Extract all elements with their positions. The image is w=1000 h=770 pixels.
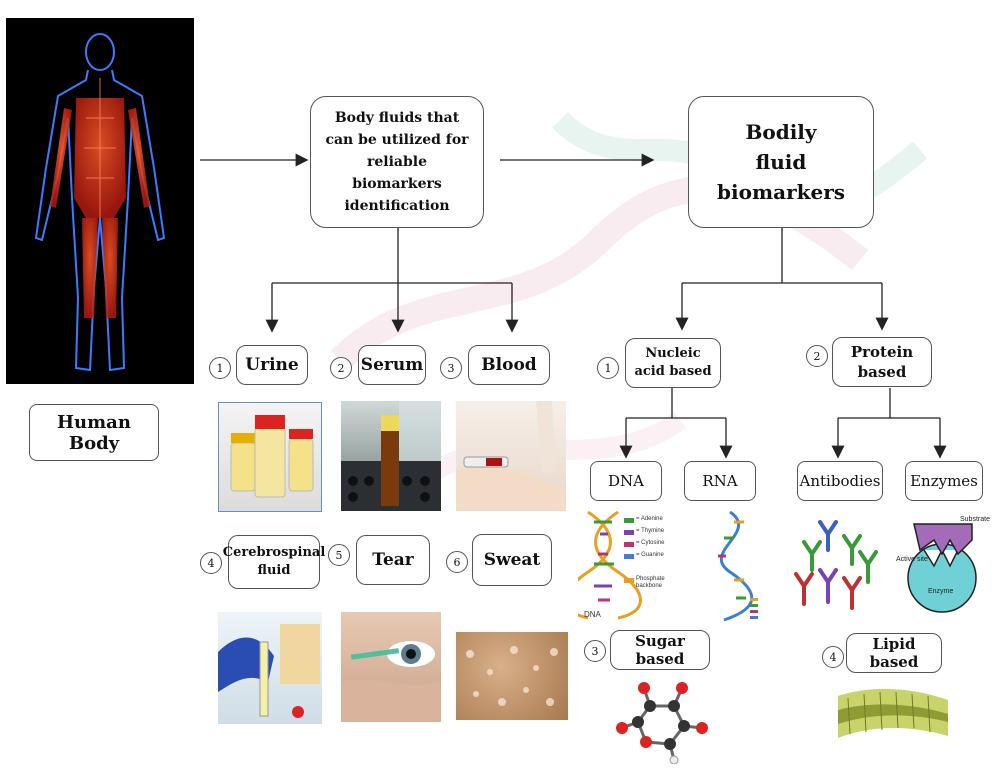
dna-legend-thymine: = Thymine (636, 528, 665, 534)
dna-caption: DNA (584, 610, 601, 619)
fluid-label-urine: Urine (236, 345, 308, 385)
biomarker-number-lipid: 4 (822, 646, 844, 668)
fluid-number-csf: 4 (200, 552, 222, 574)
biomarker-label-sugar: Sugar based (610, 630, 710, 670)
fluids-box: Body fluids that can be utilized for rel… (310, 96, 484, 228)
fluid-number-tear: 5 (328, 544, 350, 566)
biomarker-label-protein: Protein based (832, 337, 932, 387)
fluid-label-serum: Serum (358, 345, 426, 385)
fluid-number-serum: 2 (330, 357, 352, 379)
sweat-photo (456, 632, 568, 720)
lipid-bilayer-illustration (838, 676, 948, 760)
fluid-label-blood: Blood (468, 345, 550, 385)
biomarker-label-lipid: Lipid based (846, 633, 942, 673)
fluid-number-sweat: 6 (446, 551, 468, 573)
biomarkers-box: Bodily fluid biomarkers (688, 96, 874, 228)
sugar-molecule-illustration (614, 676, 710, 764)
serum-photo (341, 401, 441, 511)
enzyme-label-enzyme: Enzyme (928, 588, 954, 595)
enzyme-label-active-site: Active site (896, 556, 928, 563)
biomarker-number-protein: 2 (806, 345, 828, 367)
fluid-label-tear: Tear (356, 535, 430, 585)
fluid-label-csf: Cerebrospinal fluid (223, 535, 325, 589)
subtype-rna: RNA (684, 461, 756, 501)
dna-legend-backbone: Phosphate backbone (636, 576, 665, 589)
dna-illustration: = Adenine = Thymine = Cytosine = Guanine… (578, 508, 682, 622)
blood-photo (456, 401, 566, 511)
dna-legend-cytosine: = Cytosine (636, 540, 665, 546)
biomarker-number-sugar: 3 (584, 640, 606, 662)
subtype-dna: DNA (590, 461, 662, 501)
tear-photo (341, 612, 441, 722)
fluid-number-urine: 1 (209, 357, 231, 379)
enzyme-label-substrate: Substrate (960, 516, 990, 523)
fluid-number-blood: 3 (440, 357, 462, 379)
fluid-label-sweat: Sweat (472, 534, 552, 586)
human-body-image (6, 18, 194, 384)
biomarker-number-nucleic: 1 (597, 357, 619, 379)
subtype-enzymes: Enzymes (905, 461, 983, 501)
rna-illustration (700, 508, 790, 622)
dna-legend-adenine: = Adenine (636, 516, 663, 522)
antibodies-illustration (790, 512, 880, 616)
dna-legend-guanine: = Guanine (636, 552, 664, 558)
subtype-antibodies: Antibodies (797, 461, 883, 501)
enzyme-illustration: Substrate Active site Enzyme (896, 510, 998, 618)
human-body-label: Human Body (29, 404, 159, 461)
csf-photo (218, 612, 322, 724)
biomarker-label-nucleic: Nucleic acid based (625, 338, 721, 388)
urine-photo (218, 402, 322, 512)
